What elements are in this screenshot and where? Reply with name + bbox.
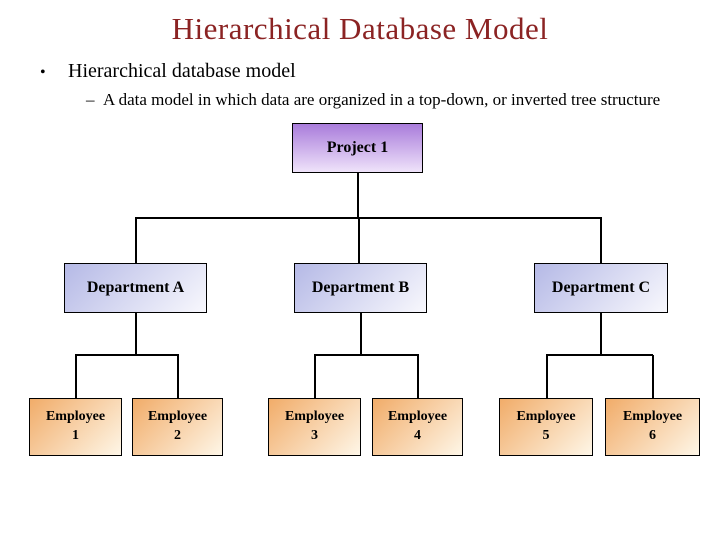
node-employee-1-number: 1 [72, 428, 79, 443]
connector-dept-a-bar [75, 354, 179, 356]
node-department-a: Department A [64, 263, 207, 313]
connector-employee-6-drop [652, 355, 654, 398]
node-department-b-label: Department B [311, 279, 410, 296]
node-employee-3: Employee 3 [268, 398, 361, 456]
connector-employee-5-drop [546, 355, 548, 398]
node-department-a-label: Department A [86, 279, 185, 296]
connector-employee-2-drop [177, 355, 179, 398]
bullet-text: Hierarchical database model [68, 60, 296, 82]
node-employee-5-name: Employee [516, 409, 576, 425]
connector-dept-c-trunk [600, 313, 602, 354]
connector-dept-a-trunk [135, 313, 137, 354]
bullet-item: • Hierarchical database model [40, 60, 296, 83]
connector-level1-bar [135, 217, 602, 219]
node-employee-6-name: Employee [622, 409, 683, 425]
node-employee-6: Employee 6 [605, 398, 700, 456]
slide-title: Hierarchical Database Model [171, 11, 549, 46]
node-department-b: Department B [294, 263, 427, 313]
connector-dept-b-bar [314, 354, 419, 356]
connector-employee-1-drop [75, 355, 77, 398]
node-employee-1: Employee 1 [29, 398, 122, 456]
connector-employee-4-drop [417, 355, 419, 398]
node-department-c-label: Department C [551, 279, 651, 296]
bullet-glyph: • [40, 64, 46, 81]
node-employee-3-name: Employee [284, 409, 345, 425]
node-employee-4: Employee 4 [372, 398, 463, 456]
sub-bullet-item: – A data model in which data are organiz… [86, 90, 678, 111]
connector-dept-b-trunk [360, 313, 362, 354]
node-employee-1-name: Employee [45, 409, 106, 425]
connector-dept-c-drop [600, 218, 602, 263]
node-employee-2-name: Employee [147, 409, 208, 425]
sub-bullet-dash: – [86, 90, 95, 109]
connector-employee-3-drop [314, 355, 316, 398]
connector-project-trunk [357, 173, 359, 218]
connector-dept-b-drop [358, 218, 360, 263]
node-employee-5-number: 5 [542, 428, 550, 443]
node-department-c: Department C [534, 263, 668, 313]
connector-dept-c-bar [546, 354, 653, 356]
node-employee-2: Employee 2 [132, 398, 223, 456]
node-employee-5: Employee 5 [499, 398, 593, 456]
node-employee-4-name: Employee [387, 409, 448, 425]
node-employee-4-number: 4 [414, 428, 421, 443]
node-employee-6-number: 6 [649, 428, 656, 443]
node-project-1: Project 1 [292, 123, 423, 173]
node-employee-2-number: 2 [174, 428, 181, 443]
sub-bullet-text: A data model in which data are organized… [103, 90, 661, 109]
node-project-1-label: Project 1 [326, 139, 389, 156]
node-employee-3-number: 3 [311, 428, 318, 443]
connector-dept-a-drop [135, 218, 137, 263]
